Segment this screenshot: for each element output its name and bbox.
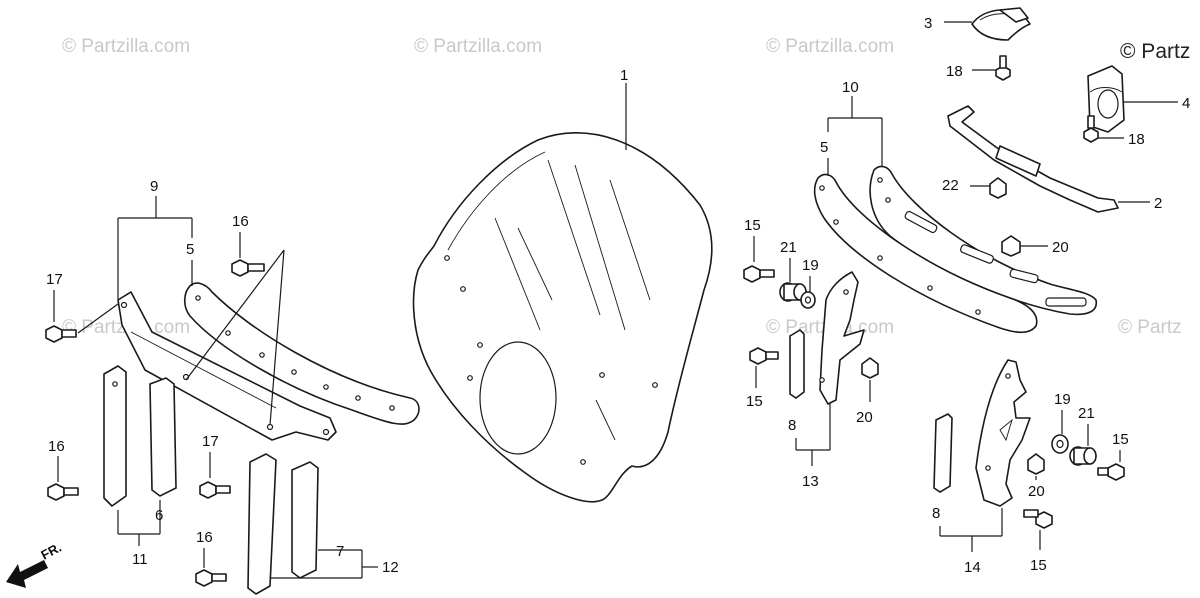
- foam-pad-part: [933, 413, 953, 493]
- callout-label: 5: [820, 139, 828, 156]
- bolt-part: [749, 347, 779, 365]
- callout-label: 21: [1078, 405, 1095, 422]
- callout-label: 12: [382, 559, 399, 576]
- bolt-part: [995, 55, 1011, 81]
- callout-label: 13: [802, 473, 819, 490]
- watermark-text: © Partzilla.com: [62, 36, 190, 57]
- bolt-part: [195, 569, 227, 587]
- nut-part: [989, 177, 1007, 199]
- callout-label: 19: [1054, 391, 1071, 408]
- callout-label: 3: [924, 15, 932, 32]
- left-foam-strip-part: [183, 282, 420, 425]
- callout-label: 5: [186, 241, 194, 258]
- holder-part: [1087, 65, 1125, 133]
- callout-label: 16: [196, 529, 213, 546]
- headlight-opening: [479, 341, 557, 455]
- callout-label: 6: [155, 507, 163, 524]
- right-foam-strip-part: [813, 173, 1038, 334]
- center-lower-brace-part: [247, 453, 277, 595]
- front-direction-label: FR.: [38, 540, 64, 563]
- bolt-part: [1097, 463, 1125, 481]
- callout-label: 7: [336, 543, 344, 560]
- side-bracket-part: [819, 271, 865, 405]
- collar-part: [1069, 446, 1097, 466]
- callout-label: 15: [746, 393, 763, 410]
- watermark-text: © Partzilla.com: [766, 36, 894, 57]
- callout-label: 1: [620, 67, 628, 84]
- bolt-part: [47, 483, 79, 501]
- callout-label: 19: [802, 257, 819, 274]
- washer-part: [800, 291, 816, 309]
- stay-part: [947, 105, 1119, 213]
- callout-label: 15: [1112, 431, 1129, 448]
- bolt-part: [743, 265, 775, 283]
- callout-label: 20: [1028, 483, 1045, 500]
- bolt-part: [1023, 509, 1053, 529]
- bolt-part: [45, 325, 77, 343]
- callout-label: 21: [780, 239, 797, 256]
- callout-label: 20: [856, 409, 873, 426]
- callout-label: 9: [150, 178, 158, 195]
- callout-label: 10: [842, 79, 859, 96]
- nut-part: [861, 357, 879, 379]
- callout-label: 8: [932, 505, 940, 522]
- callout-label: 17: [46, 271, 63, 288]
- clip-part: [971, 7, 1031, 41]
- callout-label: 16: [48, 438, 65, 455]
- callout-label: 18: [1128, 131, 1145, 148]
- callout-label: 15: [744, 217, 761, 234]
- callout-label: 4: [1182, 95, 1190, 112]
- callout-label: 14: [964, 559, 981, 576]
- center-lower-foam-part: [291, 461, 319, 579]
- bolt-part: [199, 481, 231, 499]
- watermark-text: © Partzilla.com: [414, 36, 542, 57]
- washer-part: [1051, 434, 1069, 454]
- callout-label: 8: [788, 417, 796, 434]
- callout-label: 11: [132, 551, 148, 568]
- callout-label: 2: [1154, 195, 1162, 212]
- bolt-part: [1083, 115, 1099, 143]
- foam-pad-part: [789, 328, 805, 399]
- callout-label: 22: [942, 177, 959, 194]
- nut-part: [1001, 235, 1021, 257]
- lower-side-bracket-part: [975, 359, 1031, 507]
- callout-label: 20: [1052, 239, 1069, 256]
- front-direction-arrow: [6, 560, 48, 588]
- callout-label: 18: [946, 63, 963, 80]
- left-lower-foam-part: [149, 377, 177, 497]
- watermark-text: © Partz: [1118, 317, 1182, 338]
- windscreen-part: [412, 132, 713, 503]
- callout-label: 16: [232, 213, 249, 230]
- callout-label: 17: [202, 433, 219, 450]
- nut-part: [1027, 453, 1045, 475]
- bolt-part: [231, 259, 265, 277]
- watermark-corner-text: © Partz: [1120, 40, 1190, 63]
- left-lower-brace-part: [103, 365, 127, 507]
- callout-label: 15: [1030, 557, 1047, 574]
